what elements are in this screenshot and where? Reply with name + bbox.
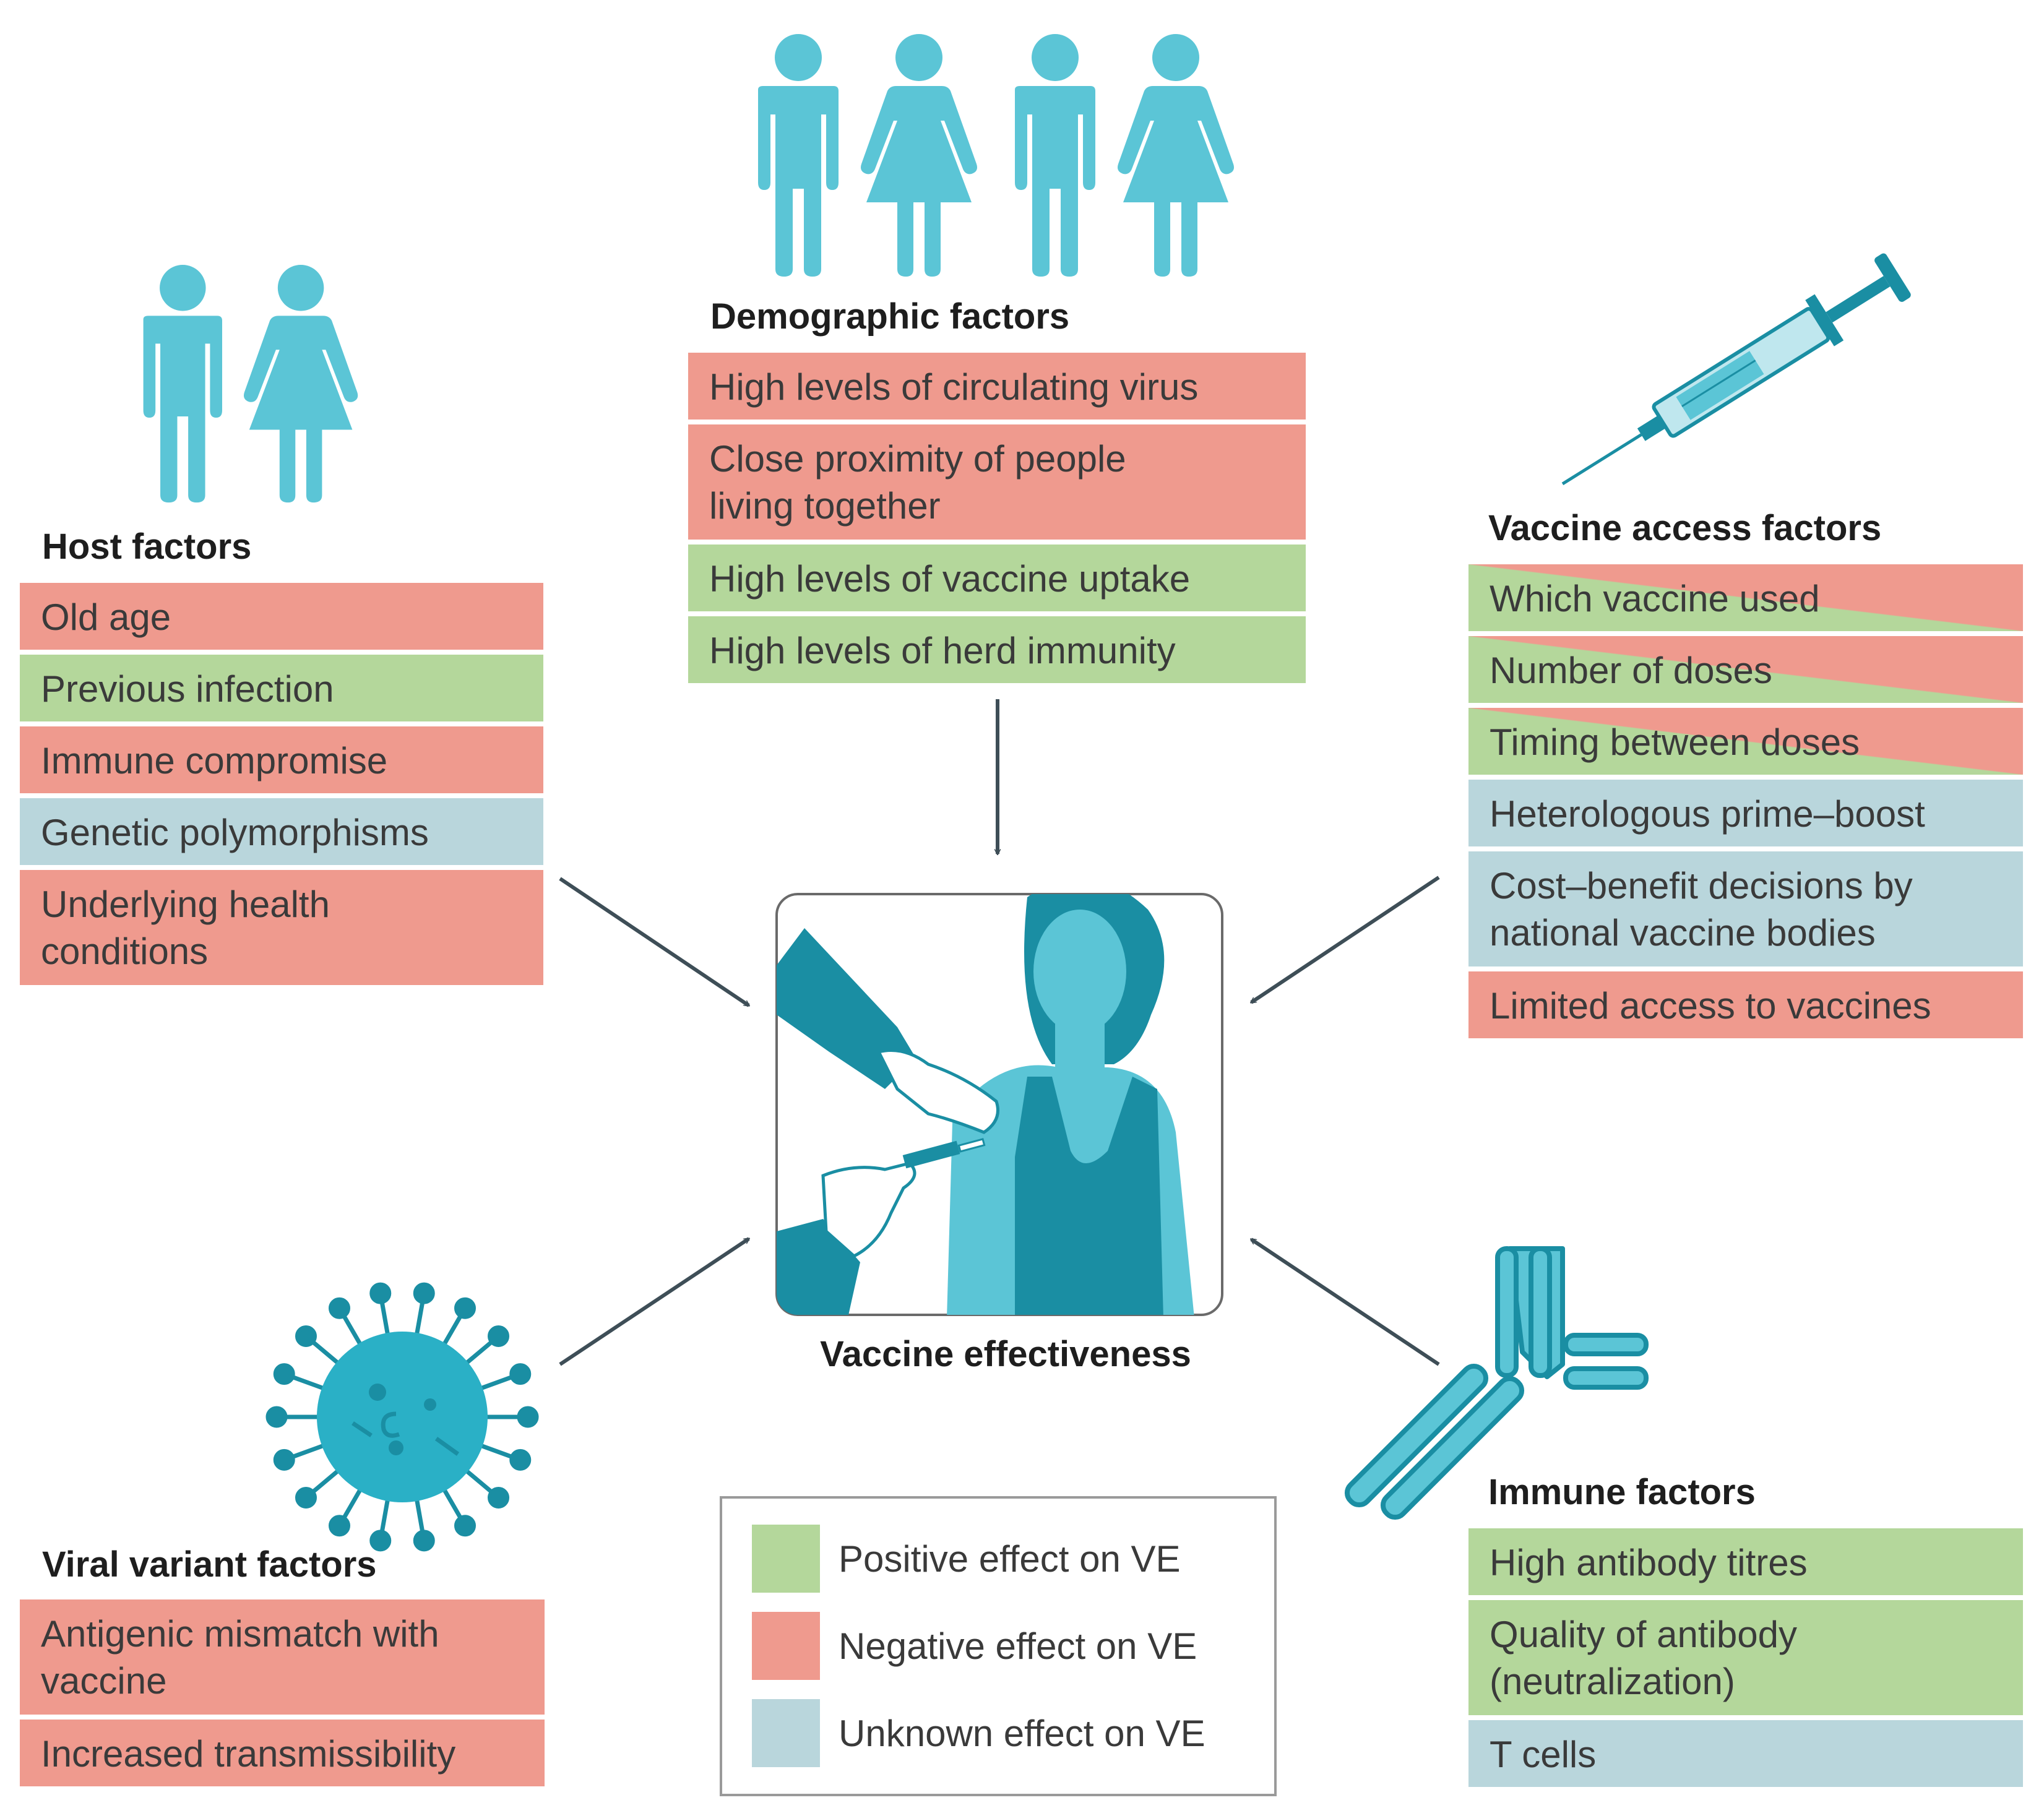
vaccination-scene-icon: [775, 893, 1223, 1316]
access-item-5: Limited access to vaccines: [1468, 971, 2023, 1038]
virus-spike: [308, 1337, 342, 1367]
virus-spike: [379, 1298, 390, 1338]
host-item-3: Genetic polymorphisms: [20, 798, 543, 865]
virus-spike-tip: [454, 1297, 476, 1319]
demographic-item-3: High levels of herd immunity: [688, 616, 1306, 683]
host-item-2: Immune compromise: [20, 726, 543, 793]
virus-spike: [288, 1374, 328, 1392]
virus-spike: [414, 1496, 426, 1536]
virus-spike: [462, 1337, 496, 1367]
virus-spike-tip: [329, 1297, 350, 1319]
virus-spike-tip: [265, 1406, 288, 1428]
virus-spike: [288, 1442, 328, 1460]
virus-spike-tip: [295, 1486, 317, 1509]
vaccine-effectiveness-title: Vaccine effectiveness: [820, 1334, 1191, 1374]
virus-spike-tip: [273, 1363, 295, 1385]
legend: Positive effect on VE Negative effect on…: [720, 1496, 1277, 1796]
virus-spike-tip: [454, 1515, 476, 1537]
virus-spike-tip: [488, 1486, 510, 1509]
virus-spike-tip: [517, 1406, 539, 1428]
people-group-icon: [758, 34, 1234, 277]
virus-spike: [379, 1496, 390, 1536]
virus-spike-tip: [413, 1282, 435, 1304]
demographic-item-2: High levels of vaccine uptake: [688, 545, 1306, 611]
vaccine-access-factors-list: Which vaccine used Number of doses Timin…: [1468, 564, 2023, 1038]
virus-spike-tip: [273, 1449, 295, 1471]
arrow-viral: [559, 1237, 749, 1366]
demographic-factors-title: Demographic factors: [710, 296, 1070, 337]
virus-spike-tip: [509, 1449, 532, 1471]
legend-item-unknown: Unknown effect on VE: [752, 1699, 1205, 1767]
access-item-2: Timing between doses: [1468, 708, 2023, 775]
access-item-3: Heterologous prime–boost: [1468, 780, 2023, 846]
demographic-item-0: High levels of circulating virus: [688, 353, 1306, 420]
legend-item-negative: Negative effect on VE: [752, 1612, 1197, 1680]
immune-factors-list: High antibody titres Quality of antibody…: [1468, 1528, 2023, 1787]
virus-spike: [462, 1466, 496, 1497]
virus-spike: [414, 1298, 426, 1338]
access-item-1: Number of doses: [1468, 636, 2023, 703]
legend-label-unknown: Unknown effect on VE: [839, 1712, 1205, 1754]
immune-item-2: T cells: [1468, 1720, 2023, 1787]
host-item-0: Old age: [20, 583, 543, 650]
immune-item-0: High antibody titres: [1468, 1528, 2023, 1595]
virus-spike: [477, 1374, 517, 1392]
virus-icon: [265, 1282, 539, 1552]
legend-swatch-unknown: [752, 1699, 820, 1767]
demographic-factors-list: High levels of circulating virus Close p…: [688, 353, 1306, 683]
host-factors-list: Old age Previous infection Immune compro…: [20, 583, 543, 985]
access-item-0: Which vaccine used: [1468, 564, 2023, 631]
man-woman-icon: [143, 265, 358, 503]
virus-spike: [477, 1442, 517, 1460]
legend-swatch-negative: [752, 1612, 820, 1680]
legend-label-positive: Positive effect on VE: [839, 1538, 1181, 1580]
arrow-host: [559, 877, 749, 1007]
legend-item-positive: Positive effect on VE: [752, 1525, 1181, 1593]
host-factors-title: Host factors: [42, 527, 252, 567]
arrow-immune: [1251, 1238, 1440, 1366]
arrow-access: [1251, 876, 1440, 1004]
arrows: [559, 699, 1440, 1366]
virus-spike: [340, 1311, 364, 1349]
virus-spike-tip: [295, 1325, 317, 1348]
viral-variant-factors-title: Viral variant factors: [42, 1544, 377, 1585]
virus-spike: [440, 1311, 465, 1349]
virus-spike-tip: [369, 1282, 392, 1304]
legend-label-negative: Negative effect on VE: [839, 1625, 1197, 1667]
antibody-icon: [1344, 1246, 1649, 1520]
immune-factors-title: Immune factors: [1488, 1472, 1756, 1512]
syringe-icon: [1561, 253, 1911, 486]
virus-spike-tip: [413, 1530, 435, 1552]
virus-spike-tip: [509, 1363, 532, 1385]
viral-item-1: Increased transmissibility: [20, 1720, 545, 1786]
host-item-1: Previous infection: [20, 655, 543, 721]
legend-swatch-positive: [752, 1525, 820, 1593]
virus-spike-tip: [329, 1515, 350, 1537]
immune-item-1: Quality of antibody(neutralization): [1468, 1600, 2023, 1715]
vaccine-access-factors-title: Vaccine access factors: [1488, 508, 1882, 548]
virus-spike: [340, 1485, 364, 1523]
virus-spike: [440, 1485, 465, 1523]
virus-spike-tip: [488, 1325, 510, 1348]
virus-spike: [308, 1466, 342, 1497]
virus-spike-tip: [369, 1530, 392, 1552]
